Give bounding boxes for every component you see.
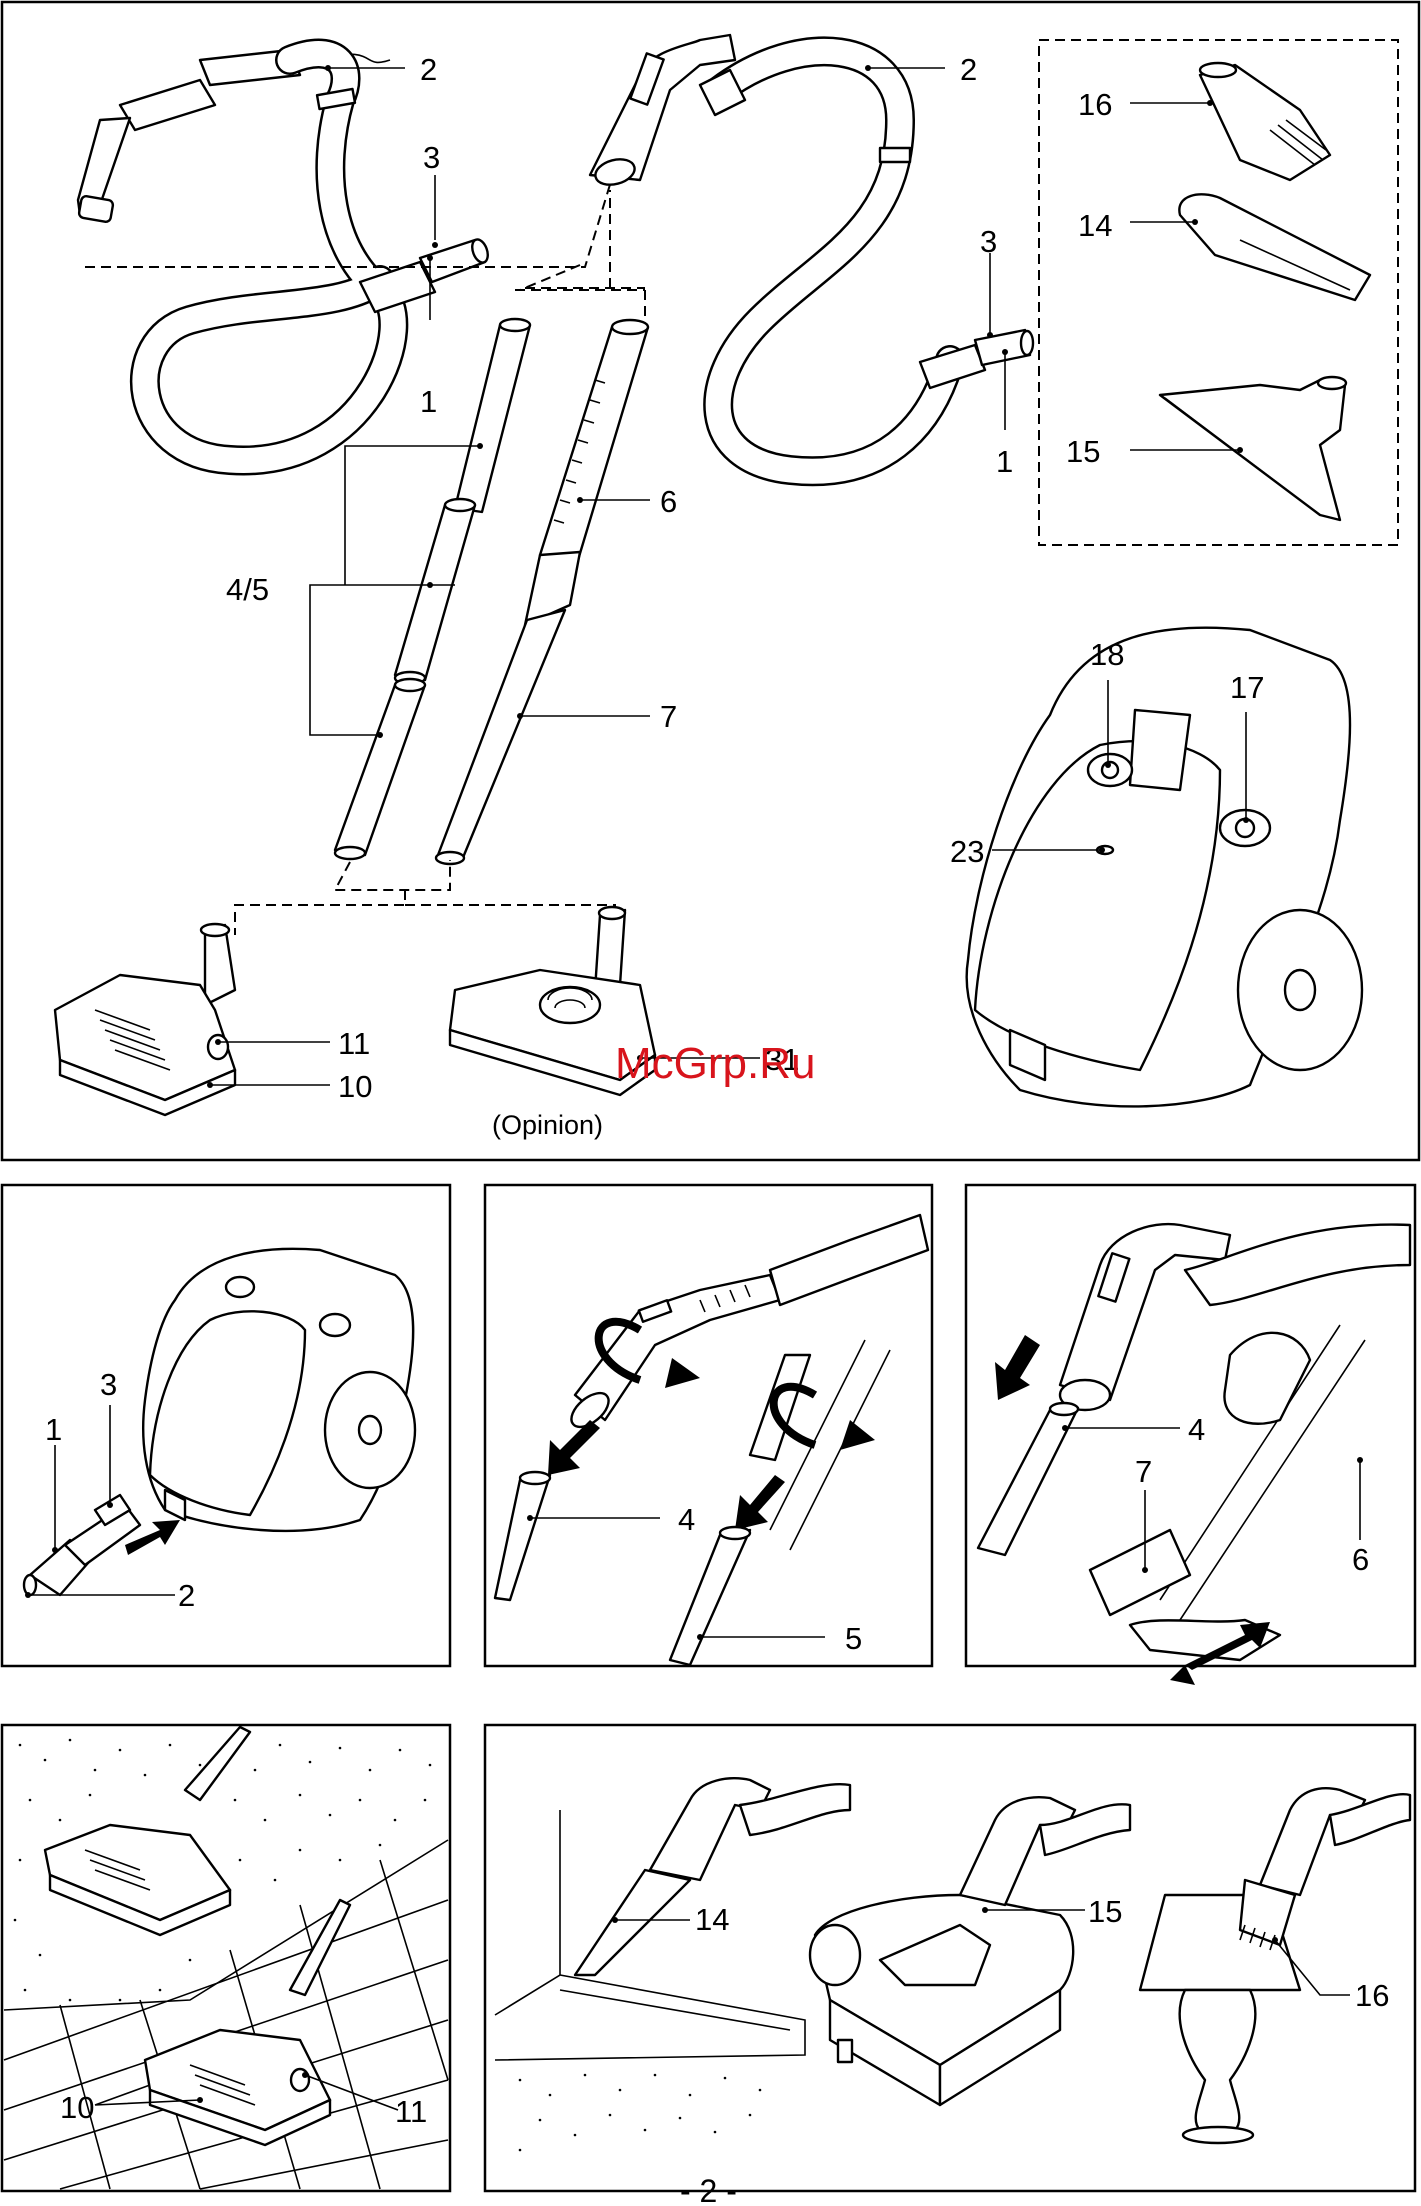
panel1-vacuum-body [143, 1249, 415, 1531]
label-body-18: 18 [1090, 637, 1124, 672]
panel5-sofa [810, 1895, 1073, 2105]
panel2-label-4: 4 [678, 1502, 695, 1537]
panel2-label-5: 5 [845, 1621, 862, 1656]
label-hose-right: 2 [960, 52, 977, 87]
panel1-label-2: 2 [178, 1578, 195, 1613]
panel3-label-6: 6 [1352, 1542, 1369, 1577]
panel4-label-10: 10 [60, 2090, 94, 2125]
label-body-23: 23 [950, 834, 984, 869]
panel1-hose-end [24, 1495, 140, 1595]
panel1-label-1: 1 [45, 1412, 62, 1447]
upholstery-nozzle [1160, 377, 1346, 520]
label-coupling-3-right: 3 [980, 224, 997, 259]
panel5-brush-in-use [1240, 1788, 1410, 1950]
label-tubes: 4/5 [226, 572, 269, 607]
label-hose-left: 2 [420, 52, 437, 87]
panel5-label-16: 16 [1355, 1978, 1389, 2013]
label-nozzle-10: 10 [338, 1069, 372, 1104]
label-accessory-15: 15 [1066, 434, 1100, 469]
panel3-tube [978, 1325, 1365, 1620]
label-telescopic-7: 7 [660, 699, 677, 734]
panel5-wall-corner [495, 1810, 805, 2151]
upholstery-brush [1200, 63, 1330, 180]
panel4-label-11: 11 [395, 2094, 427, 2129]
label-accessory-16: 16 [1078, 87, 1112, 122]
label-accessory-14: 14 [1078, 208, 1112, 243]
panel2-insert-arrow-2 [735, 1475, 785, 1530]
label-body-17: 17 [1230, 670, 1264, 705]
label-optional: (Opinion) [492, 1110, 603, 1140]
label-coupling-3-left: 3 [423, 140, 440, 175]
panel3-hands [1130, 1333, 1310, 1660]
panel3-insert-arrow [995, 1335, 1040, 1400]
panel2-insert-arrow-1 [548, 1420, 600, 1475]
panel5-crevice-in-use [575, 1778, 850, 1975]
panel2-tube-telescopic [750, 1340, 890, 1550]
vacuum-cleaner-body [967, 628, 1362, 1107]
crevice-tool [1179, 194, 1370, 300]
label-nozzle-11: 11 [338, 1026, 370, 1061]
panel3-label-4: 4 [1188, 1412, 1205, 1447]
watermark: McGrp.Ru [615, 1039, 815, 1088]
panel5-label-15: 15 [1088, 1894, 1122, 1929]
panel2-tube-5 [670, 1527, 750, 1665]
telescopic-tube [436, 320, 648, 864]
panel2-tube-4 [495, 1472, 550, 1600]
page-number: - 2 - [680, 2173, 737, 2206]
panel1-label-3: 3 [100, 1367, 117, 1402]
panel3-label-7: 7 [1135, 1454, 1152, 1489]
label-coupling-1-right: 1 [996, 444, 1013, 479]
hose-right [590, 35, 1033, 471]
label-telescopic-6: 6 [660, 484, 677, 519]
panel5-label-14: 14 [695, 1902, 729, 1937]
label-coupling-1-left: 1 [420, 384, 437, 419]
